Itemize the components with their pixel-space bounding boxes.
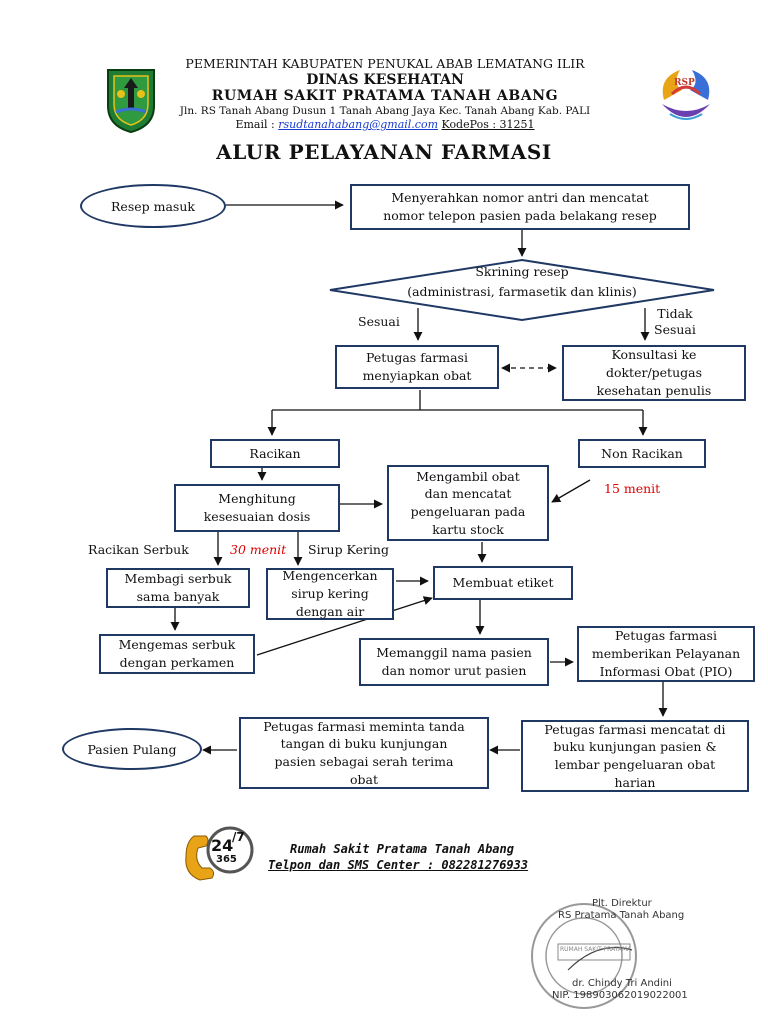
pack-line1: Mengemas serbuk bbox=[118, 637, 236, 653]
stamp-text: RUMAH SAKIT PRATAMA TANAH ABANG bbox=[560, 946, 630, 953]
label-30-menit: 30 menit bbox=[230, 542, 287, 557]
record-line2: buku kunjungan pasien & bbox=[553, 739, 717, 755]
dilute-line3: dengan air bbox=[295, 603, 365, 619]
sign-line4: obat bbox=[349, 771, 378, 787]
make-label-text: Membuat etiket bbox=[452, 575, 554, 591]
non-racikan-label: Non Racikan bbox=[601, 445, 683, 461]
sign-line3: pasien sebagai serah terima bbox=[274, 754, 454, 769]
pack-line2: dengan perkamen bbox=[119, 655, 235, 670]
record-line3: lembar pengeluaran obat bbox=[554, 757, 716, 772]
step1-line2: nomor telepon pasien pada belakang resep bbox=[383, 208, 657, 223]
no-label-line2: Sesuai bbox=[654, 322, 696, 338]
phone-24-7-icon: 24 /7 365 bbox=[178, 818, 270, 886]
label-sesuai: Sesuai bbox=[358, 314, 400, 329]
pio-line2: memberikan Pelayanan bbox=[591, 646, 741, 662]
record-line4: harian bbox=[614, 774, 656, 790]
badge-24: 24 bbox=[211, 836, 234, 855]
header-line1: PEMERINTAH KABUPATEN PENUKAL ABAB LEMATA… bbox=[185, 56, 585, 71]
take-line3: pengeluaran pada bbox=[410, 504, 526, 519]
header-address: Jln. RS Tanah Abang Dusun 1 Tanah Abang … bbox=[179, 105, 591, 117]
sign-line2: tangan di buku kunjungan bbox=[280, 736, 448, 752]
call-line2: dan nomor urut pasien bbox=[381, 663, 527, 678]
box-prepare-medicine: Petugas farmasi menyiapkan obat bbox=[335, 345, 499, 389]
consult-line3: kesehatan penulis bbox=[596, 382, 712, 398]
racikan-label: Racikan bbox=[249, 445, 301, 461]
decision-line1: Skrining resep bbox=[475, 264, 569, 279]
prepare-line1: Petugas farmasi bbox=[366, 350, 468, 366]
box-call-patient: Memanggil nama pasien dan nomor urut pasi… bbox=[359, 638, 549, 686]
hospital-logo: RSP bbox=[650, 60, 722, 132]
signature-position: Plt. Direktur bbox=[592, 898, 652, 909]
dose-line2: kesesuaian dosis bbox=[203, 509, 311, 524]
label-15-menit: 15 menit bbox=[604, 481, 661, 496]
box-racikan: Racikan bbox=[210, 439, 340, 468]
pio-line1: Petugas farmasi bbox=[615, 628, 717, 644]
email-link[interactable]: rsudtanahabang@gmail.com bbox=[278, 118, 439, 131]
box-make-label: Membuat etiket bbox=[433, 566, 573, 600]
footer-phone[interactable]: Telpon dan SMS Center : 082281276933 bbox=[268, 858, 529, 872]
box-take-medicine: Mengambil obat dan mencatat pengeluaran pa… bbox=[387, 465, 549, 541]
postcode: KodePos : 31251 bbox=[441, 118, 535, 131]
consult-line1: Konsultasi ke bbox=[611, 347, 697, 363]
box-sign-visit-book: Petugas farmasi meminta tanda tangan di b… bbox=[239, 717, 489, 789]
dilute-line2: sirup kering bbox=[291, 586, 369, 602]
box-record-visit: Petugas farmasi mencatat di buku kunjunga… bbox=[521, 720, 749, 792]
header-contact: Email : rsudtanahabang@gmail.com KodePos… bbox=[150, 118, 620, 131]
header-line3: RUMAH SAKIT PRATAMA TANAH ABANG bbox=[211, 88, 559, 104]
start-label: Resep masuk bbox=[111, 198, 195, 214]
consult-line2: dokter/petugas bbox=[605, 365, 703, 381]
label-tidak-sesuai: Tidak Sesuai bbox=[654, 306, 696, 339]
box-pack-powder: Mengemas serbuk dengan perkamen bbox=[99, 634, 255, 674]
divide-line2: sama banyak bbox=[136, 589, 220, 604]
badge-365: 365 bbox=[216, 854, 237, 865]
step1-line1: Menyerahkan nomor antri dan mencatat bbox=[391, 190, 649, 206]
record-line1: Petugas farmasi mencatat di bbox=[544, 721, 726, 737]
hospital-logo-text: RSP bbox=[674, 78, 695, 88]
official-stamp: RUMAH SAKIT PRATAMA TANAH ABANG bbox=[528, 900, 640, 1012]
end-oval-pasien-pulang: Pasien Pulang bbox=[62, 728, 202, 770]
take-line2: dan mencatat bbox=[424, 486, 512, 502]
header-line2: DINAS KESEHATAN bbox=[306, 72, 464, 88]
label-racikan-serbuk: Racikan Serbuk bbox=[88, 542, 189, 557]
email-label: Email : bbox=[235, 118, 275, 131]
take-line4: kartu stock bbox=[432, 521, 504, 537]
no-label-line1: Tidak bbox=[657, 306, 693, 321]
pio-line3: Informasi Obat (PIO) bbox=[599, 663, 733, 679]
footer-hospital-name: Rumah Sakit Pratama Tanah Abang bbox=[290, 842, 514, 856]
label-sirup-kering: Sirup Kering bbox=[308, 542, 389, 557]
decision-line2: (administrasi, farmasetik dan klinis) bbox=[407, 284, 637, 299]
box-divide-powder: Membagi serbuk sama banyak bbox=[106, 568, 250, 608]
prepare-line2: menyiapkan obat bbox=[362, 368, 472, 383]
divide-line1: Membagi serbuk bbox=[124, 571, 232, 587]
start-oval-resep-masuk: Resep masuk bbox=[80, 184, 226, 228]
box-register-prescription: Menyerahkan nomor antri dan mencatat nomo… bbox=[350, 184, 690, 230]
signature-name: dr. Chindy Tri Andini bbox=[572, 978, 672, 989]
box-non-racikan: Non Racikan bbox=[578, 439, 706, 468]
call-line1: Memanggil nama pasien bbox=[376, 645, 532, 661]
district-logo bbox=[104, 66, 158, 134]
take-line1: Mengambil obat bbox=[416, 468, 520, 484]
decision-screening: Skrining resep (administrasi, farmasetik… bbox=[328, 258, 716, 322]
dose-line1: Menghitung bbox=[218, 491, 296, 507]
sign-line1: Petugas farmasi meminta tanda bbox=[263, 718, 465, 734]
end-label: Pasien Pulang bbox=[87, 741, 177, 757]
box-calculate-dose: Menghitung kesesuaian dosis bbox=[174, 484, 340, 532]
signature-nip: NIP. 198903062019022001 bbox=[552, 990, 688, 1001]
page-title: ALUR PELAYANAN FARMASI bbox=[216, 140, 552, 164]
signature-institution: RS Pratama Tanah Abang bbox=[558, 910, 685, 921]
badge-7: /7 bbox=[232, 830, 245, 844]
dilute-line1: Mengencerkan bbox=[282, 568, 378, 584]
